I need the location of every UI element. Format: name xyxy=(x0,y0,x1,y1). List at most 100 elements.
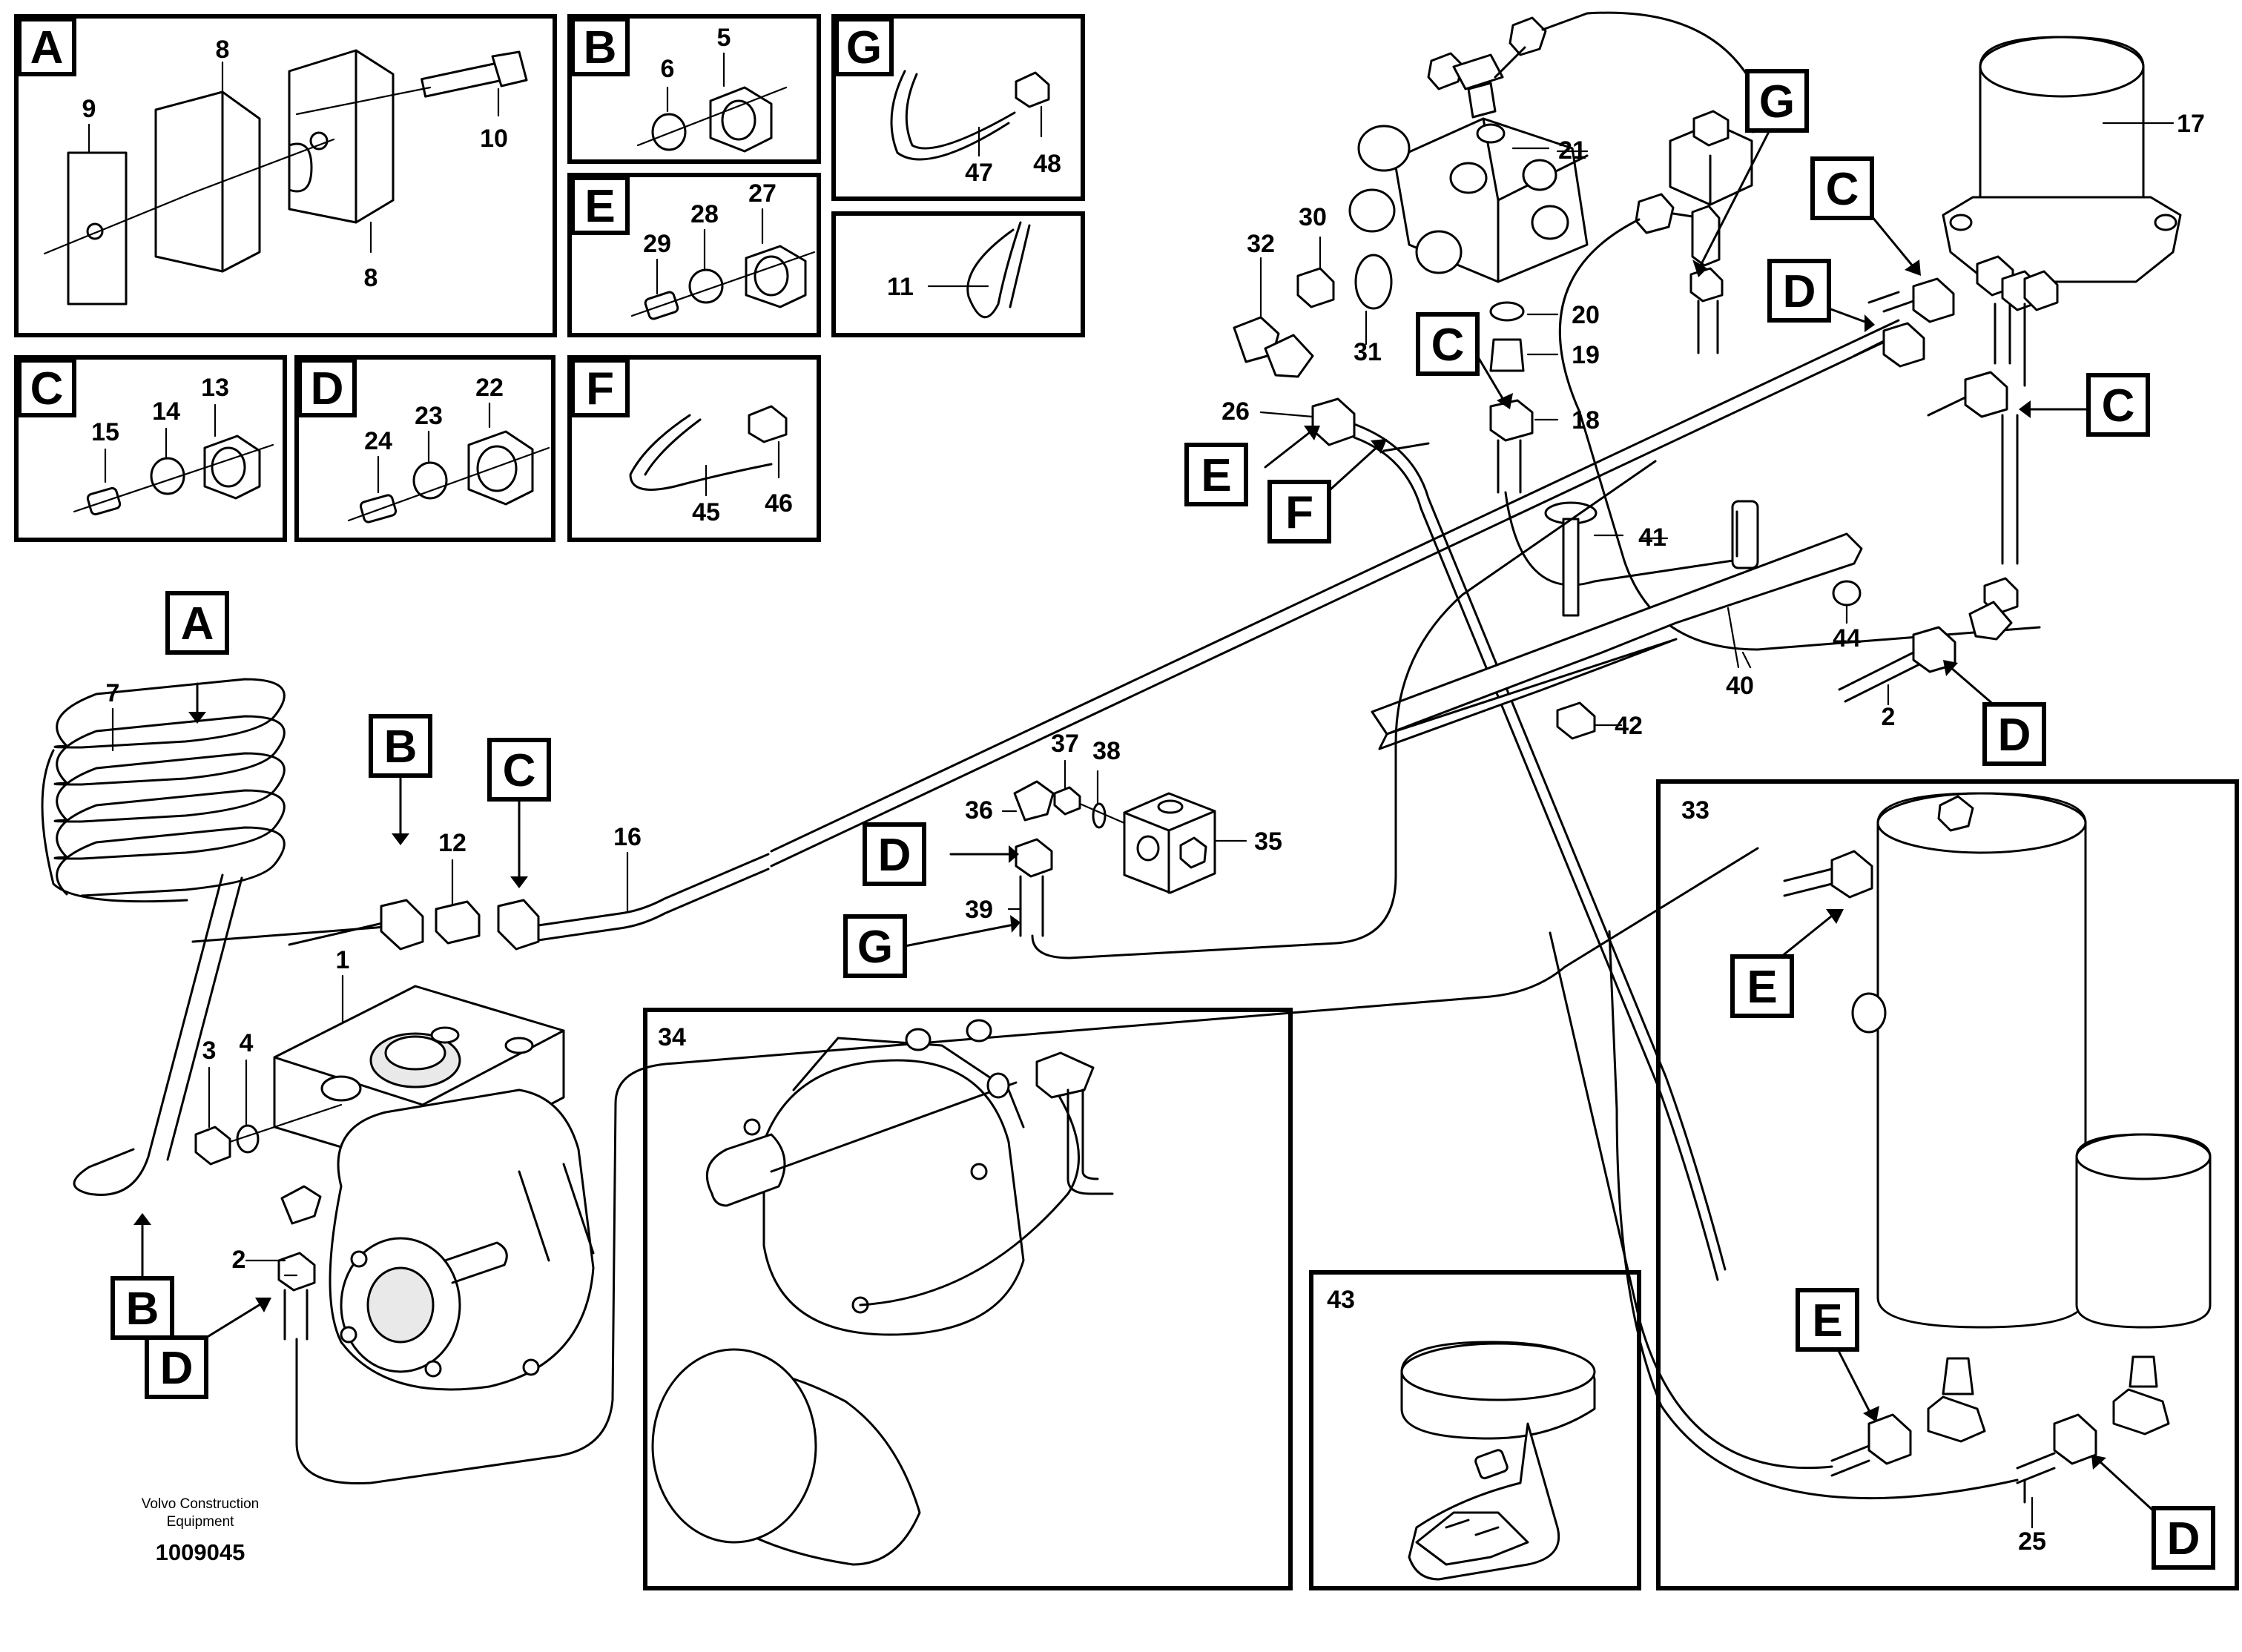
part-number-1: 1 xyxy=(336,946,350,974)
callout-box-e-tank-bottom xyxy=(1796,1288,1859,1352)
part-11-strap xyxy=(966,221,1022,319)
callout-box-c-dryer-top xyxy=(1810,156,1874,220)
part-number-47: 47 xyxy=(965,159,993,187)
part-number-36: 36 xyxy=(965,796,993,825)
tank-nut-e-top xyxy=(1830,850,1873,899)
callout-letter-d-right: D xyxy=(1998,710,2031,761)
inset-frame-34 xyxy=(643,1008,1293,1590)
callout-letter-c-dryer-right: C xyxy=(2102,380,2135,432)
part-23-ring xyxy=(412,461,448,500)
part-39-nut xyxy=(1015,838,1053,878)
part-number-15: 15 xyxy=(91,418,119,446)
inset-frame-f xyxy=(567,355,821,542)
compressor-elbow xyxy=(280,1185,322,1225)
part-number-18: 18 xyxy=(1572,406,1600,435)
part-number-2-right: 2 xyxy=(1882,703,1896,731)
part-19-nipple xyxy=(1489,338,1525,372)
callout-box-c-main xyxy=(487,738,551,802)
callout-letter-f-valve: F xyxy=(1285,487,1313,538)
inset-c-parts xyxy=(73,435,274,516)
horn-34 xyxy=(651,1019,1114,1566)
document-number: 1009045 xyxy=(156,1539,245,1565)
part-44-washer xyxy=(1832,580,1862,607)
callout-letter-c-valve: C xyxy=(1431,320,1465,371)
part-number-6: 6 xyxy=(661,55,675,83)
inset-g-parts xyxy=(890,70,1050,161)
callout-box-b-top xyxy=(369,714,432,778)
part-number-44: 44 xyxy=(1833,624,1861,652)
part-number-24: 24 xyxy=(364,427,392,455)
part-number-9: 9 xyxy=(82,95,96,123)
inset-d-parts xyxy=(347,430,550,523)
inset-letter-box-a xyxy=(17,17,76,76)
callout-letter-e-tank-bottom: E xyxy=(1812,1295,1842,1347)
inset-b-parts xyxy=(636,86,788,153)
compressor-1 xyxy=(273,985,595,1391)
part-20-washer xyxy=(1489,301,1525,322)
part-number-11: 11 xyxy=(887,273,914,301)
part-38-ring xyxy=(1092,802,1107,829)
part-8-clamp-left xyxy=(154,90,261,273)
callout-arrows xyxy=(133,120,2155,1513)
callout-letter-d-dryer: D xyxy=(1783,266,1816,317)
part-number-43: 43 xyxy=(1327,1286,1355,1314)
bracket-40 xyxy=(1371,500,1863,750)
pipe-39 xyxy=(1031,460,1657,959)
strap-buckle xyxy=(1415,1511,1529,1566)
part-number-45: 45 xyxy=(692,498,720,526)
part-8-hole xyxy=(309,131,329,151)
part-48-clip xyxy=(1015,71,1050,108)
bracket-rail xyxy=(1371,532,1863,736)
inset-letter-box-c xyxy=(17,358,76,417)
pipe-26 xyxy=(1353,423,1727,1271)
part-number-26: 26 xyxy=(1221,397,1250,426)
inset-letter-a: A xyxy=(30,22,64,73)
part-number-35: 35 xyxy=(1254,827,1282,856)
callout-box-g-junction xyxy=(843,914,907,978)
part-6-sleeve xyxy=(651,113,687,151)
part-number-7: 7 xyxy=(106,679,120,707)
part-number-21: 21 xyxy=(1558,136,1586,165)
pressure-sensor xyxy=(1558,110,2041,651)
inset-letter-box-b xyxy=(570,17,630,76)
inset-frame-b xyxy=(567,14,821,164)
callout-letter-e-valve: E xyxy=(1201,450,1231,501)
pipe-16 xyxy=(537,853,770,927)
part-12-adapter xyxy=(435,900,481,945)
dryer-nut-d xyxy=(1882,322,1925,368)
part-number-5: 5 xyxy=(717,24,731,52)
inset-letter-c: C xyxy=(30,363,64,414)
part-number-34: 34 xyxy=(658,1023,686,1051)
part-number-39: 39 xyxy=(965,896,993,924)
callout-box-c-valve xyxy=(1416,312,1480,376)
coil-outlet-fittings xyxy=(288,899,540,951)
part-46-clip xyxy=(748,405,788,443)
part-24-insert xyxy=(359,494,398,523)
inset-e-parts xyxy=(630,245,816,320)
inset-frame-d xyxy=(294,355,555,542)
part-number-2-compressor: 2 xyxy=(232,1246,246,1274)
inset-letter-b: B xyxy=(584,22,617,73)
part-number-32: 32 xyxy=(1247,230,1275,258)
dryer-nut-c-top xyxy=(1912,277,1955,323)
inset-letter-e: E xyxy=(584,181,615,232)
callout-letter-b-bottom: B xyxy=(126,1283,159,1335)
part-number-46: 46 xyxy=(765,489,793,518)
inset-letter-d: D xyxy=(311,363,344,414)
part-number-14: 14 xyxy=(152,397,180,426)
part-36-elbow xyxy=(1013,780,1055,822)
part-number-31: 31 xyxy=(1354,338,1382,366)
callout-box-b-bottom xyxy=(111,1276,174,1340)
horn-elbow xyxy=(1035,1051,1095,1099)
callout-letter-b-top: B xyxy=(384,721,418,773)
inset-letter-box-g xyxy=(834,17,894,76)
pipe-25 xyxy=(1549,931,1833,1470)
part-26-nut xyxy=(1311,397,1356,446)
callout-box-f-valve xyxy=(1267,480,1331,543)
part-47-cable-tie xyxy=(890,70,1010,161)
part-number-25: 25 xyxy=(2018,1527,2046,1556)
part-37-nut xyxy=(1053,786,1081,816)
part-number-13: 13 xyxy=(201,374,229,402)
part-number-42: 42 xyxy=(1615,712,1643,740)
